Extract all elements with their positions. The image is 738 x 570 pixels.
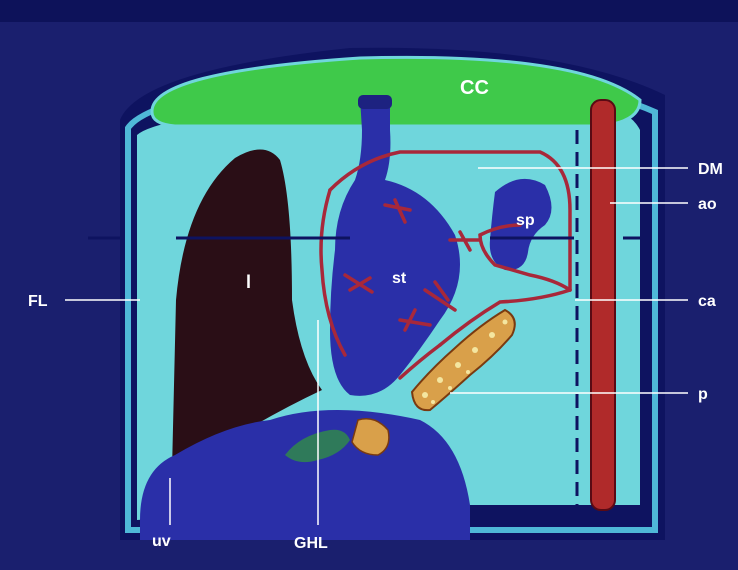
- label-uv: uv: [152, 533, 171, 550]
- label-l: l: [246, 272, 251, 292]
- label-cc: CC: [460, 77, 489, 99]
- aorta: [591, 100, 615, 510]
- label-dm: DM: [698, 161, 723, 178]
- label-sp: sp: [516, 212, 535, 229]
- label-ao: ao: [698, 196, 717, 213]
- label-fl: FL: [28, 293, 48, 310]
- label-ghl: GHL: [294, 535, 328, 552]
- label-p: p: [698, 386, 708, 403]
- esophagus-top: [358, 95, 392, 109]
- label-ca: ca: [698, 293, 716, 310]
- label-st: st: [392, 270, 407, 287]
- top-band: [0, 0, 738, 22]
